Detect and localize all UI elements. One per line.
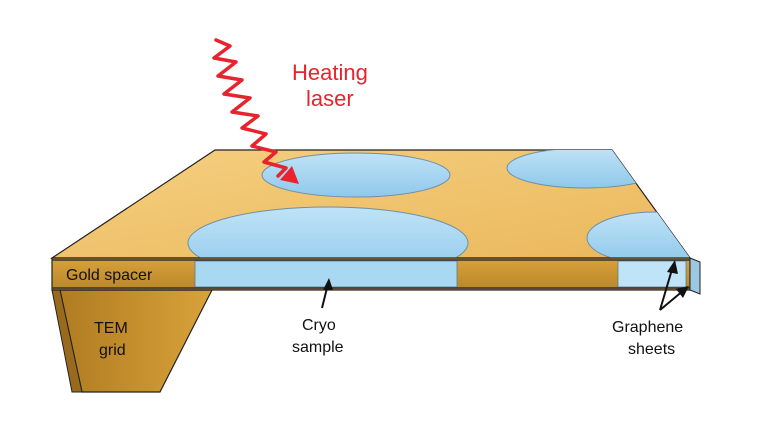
- tem-grid-label-line1: TEM: [94, 320, 128, 337]
- graphene-sheets-label-line2: sheets: [628, 341, 675, 358]
- heating-laser: [212, 38, 299, 184]
- sample-hole-front: [187, 206, 469, 258]
- tem-grid-label-line2: grid: [99, 342, 126, 359]
- cryo-sample-label-line2: sample: [292, 339, 344, 356]
- gold-spacer-label: Gold spacer: [66, 267, 153, 284]
- graphene-sheets-label-line1: Graphene: [612, 319, 683, 336]
- gold-spacer-front: [51, 257, 701, 295]
- graphene-arrows: [659, 260, 689, 311]
- sample-hole-back: [261, 152, 451, 198]
- sample-hole-edge: [586, 211, 690, 258]
- heating-laser-label-line1: Heating: [292, 60, 368, 85]
- tem-grid: [51, 289, 213, 393]
- heating-laser-label-line2: laser: [306, 86, 354, 111]
- cryo-sample-label-line1: Cryo: [302, 317, 336, 334]
- laser-arrowhead: [280, 166, 299, 184]
- cryo-arrow: [321, 278, 333, 309]
- cryo-sample-section: [194, 260, 458, 288]
- sample-hole-right: [506, 150, 664, 189]
